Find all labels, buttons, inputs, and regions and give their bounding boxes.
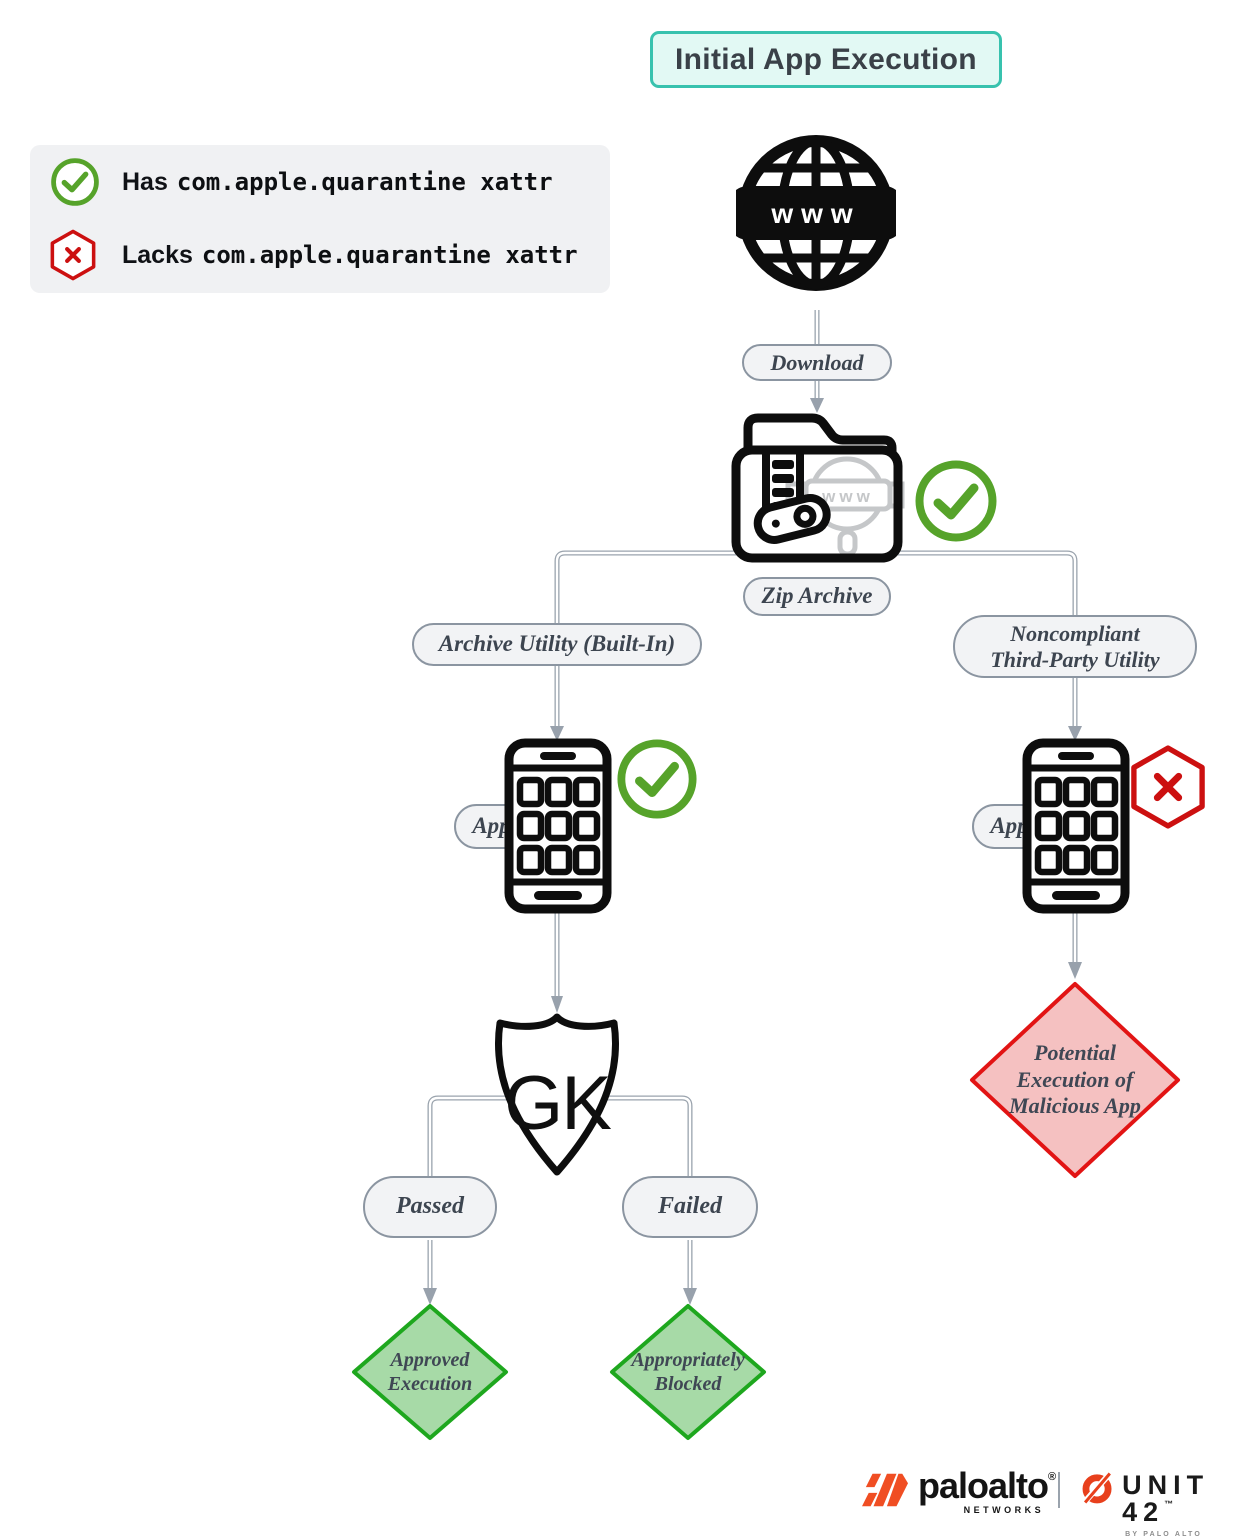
approved-execution-diamond: Approved Execution xyxy=(350,1302,510,1442)
legend-row-lacks: Lacks com.apple.quarantine xattr xyxy=(50,229,610,281)
gatekeeper-shield-icon: GK xyxy=(494,1013,620,1176)
watermark-www-text: www xyxy=(821,487,874,506)
x-hexagon-icon xyxy=(1131,745,1205,829)
x-hexagon-icon xyxy=(50,229,96,281)
gatekeeper-label: GK xyxy=(504,1061,611,1146)
legend: Has com.apple.quarantine xattr Lacks com… xyxy=(30,145,610,293)
legend-lacks-label: Lacks xyxy=(122,240,193,269)
app-phone-icon-left xyxy=(504,738,612,914)
page-title: Initial App Execution xyxy=(650,31,1002,88)
unit42-wordmark: UNIT 42 xyxy=(1122,1470,1210,1527)
archive-utility-label: Archive Utility (Built-In) xyxy=(412,623,702,666)
passed-label: Passed xyxy=(363,1176,497,1238)
download-label: Download xyxy=(742,344,892,381)
malicious-app-diamond: Potential Execution of Malicious App xyxy=(968,980,1182,1180)
check-circle-icon xyxy=(617,739,697,819)
globe-www-icon: www xyxy=(736,135,896,291)
noncompliant-utility-label: Noncompliant Third-Party Utility xyxy=(953,615,1197,678)
legend-has-code: com.apple.quarantine xattr xyxy=(176,168,553,196)
footer-brand: paloalto® NETWORKS xyxy=(862,1468,1056,1515)
zipper xyxy=(753,454,831,544)
footer-divider xyxy=(1058,1472,1060,1508)
legend-has-label: Has xyxy=(122,167,168,196)
check-circle-icon xyxy=(915,460,997,542)
unit42-logo-icon xyxy=(1081,1470,1113,1506)
app-phone-icon-right xyxy=(1022,738,1130,914)
zip-archive-label: Zip Archive xyxy=(743,577,891,616)
paloalto-logo-icon xyxy=(862,1473,908,1507)
legend-lacks-code: com.apple.quarantine xattr xyxy=(201,241,578,269)
failed-label: Failed xyxy=(622,1176,758,1238)
unit42-subtext: BY PALO ALTO NETWORKS xyxy=(1125,1531,1203,1536)
networks-wordmark: NETWORKS xyxy=(963,1505,1045,1515)
appropriately-blocked-diamond: Appropriately Blocked xyxy=(608,1302,768,1442)
footer-unit42: UNIT 42™ BY PALO ALTO NETWORKS xyxy=(1080,1468,1258,1536)
globe-www-text: www xyxy=(770,198,860,229)
legend-row-has: Has com.apple.quarantine xattr xyxy=(50,157,610,207)
check-circle-icon xyxy=(51,158,99,206)
paloalto-wordmark: paloalto xyxy=(918,1465,1049,1506)
zip-archive-folder-icon: www xyxy=(731,413,905,563)
page-title-text: Initial App Execution xyxy=(675,42,977,76)
